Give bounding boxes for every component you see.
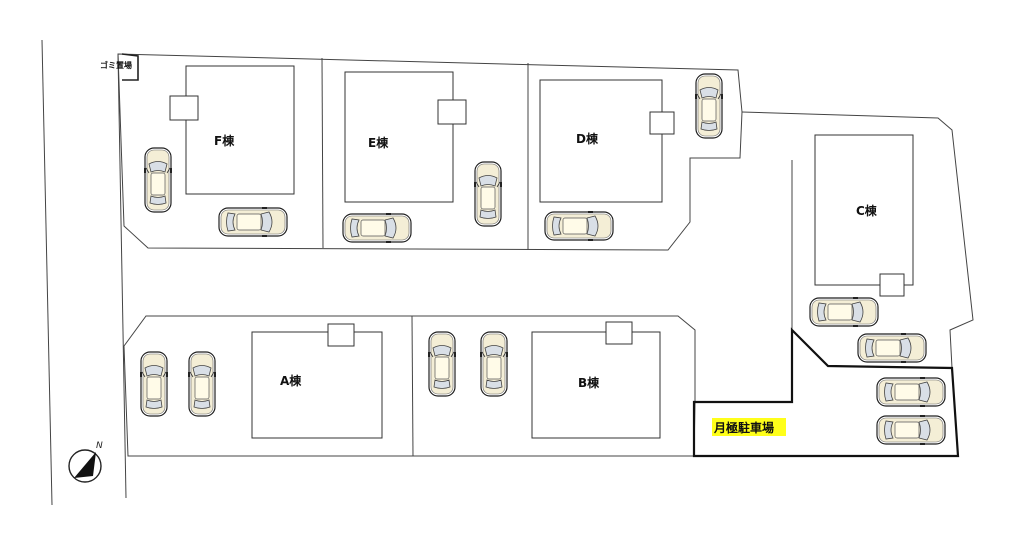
top-block-outline <box>117 53 743 251</box>
building-c: C棟 <box>814 134 914 297</box>
monthly-parking-label: 月極駐車場 <box>713 420 774 435</box>
car-parking-1 <box>876 376 946 408</box>
car-parking-2 <box>876 414 946 446</box>
monthly-parking: 月極駐車場 <box>712 418 786 436</box>
monthly-parking-outline <box>692 327 960 458</box>
car-b-1 <box>427 331 457 397</box>
road-line-outer <box>41 39 53 506</box>
building-f-label: F棟 <box>214 133 235 148</box>
building-a-label: A棟 <box>280 373 302 388</box>
building-d-label: D棟 <box>576 131 599 146</box>
car-c-1 <box>809 296 879 328</box>
compass-label: N <box>96 441 103 451</box>
monthly-parking-highlight <box>712 418 786 436</box>
car-a-2 <box>187 351 217 417</box>
garbage-station-label: ゴミ置場 <box>100 60 132 70</box>
north-arrow-icon <box>74 452 96 478</box>
car-f-2 <box>218 206 288 238</box>
building-d: D棟 <box>539 79 675 203</box>
garbage-station: ゴミ置場 <box>100 53 139 81</box>
lot-divider-ab <box>411 315 414 457</box>
car-b-2 <box>479 331 509 397</box>
car-e-2 <box>473 161 503 227</box>
building-b: B棟 <box>531 321 661 439</box>
car-d-1 <box>544 210 614 242</box>
compass: N <box>68 441 103 483</box>
car-c-2 <box>857 332 927 364</box>
road-line-inner <box>117 53 127 499</box>
building-a: A棟 <box>251 323 383 439</box>
car-f-1 <box>143 147 173 213</box>
car-d-2 <box>694 73 724 139</box>
lot-divider-fe <box>321 57 324 249</box>
building-b-label: B棟 <box>578 375 600 390</box>
building-f: F棟 <box>169 65 295 195</box>
car-e-1 <box>342 212 412 244</box>
car-a-1 <box>139 351 169 417</box>
building-e: E棟 <box>344 71 467 203</box>
building-c-label: C棟 <box>856 203 878 218</box>
building-e-label: E棟 <box>368 135 389 150</box>
